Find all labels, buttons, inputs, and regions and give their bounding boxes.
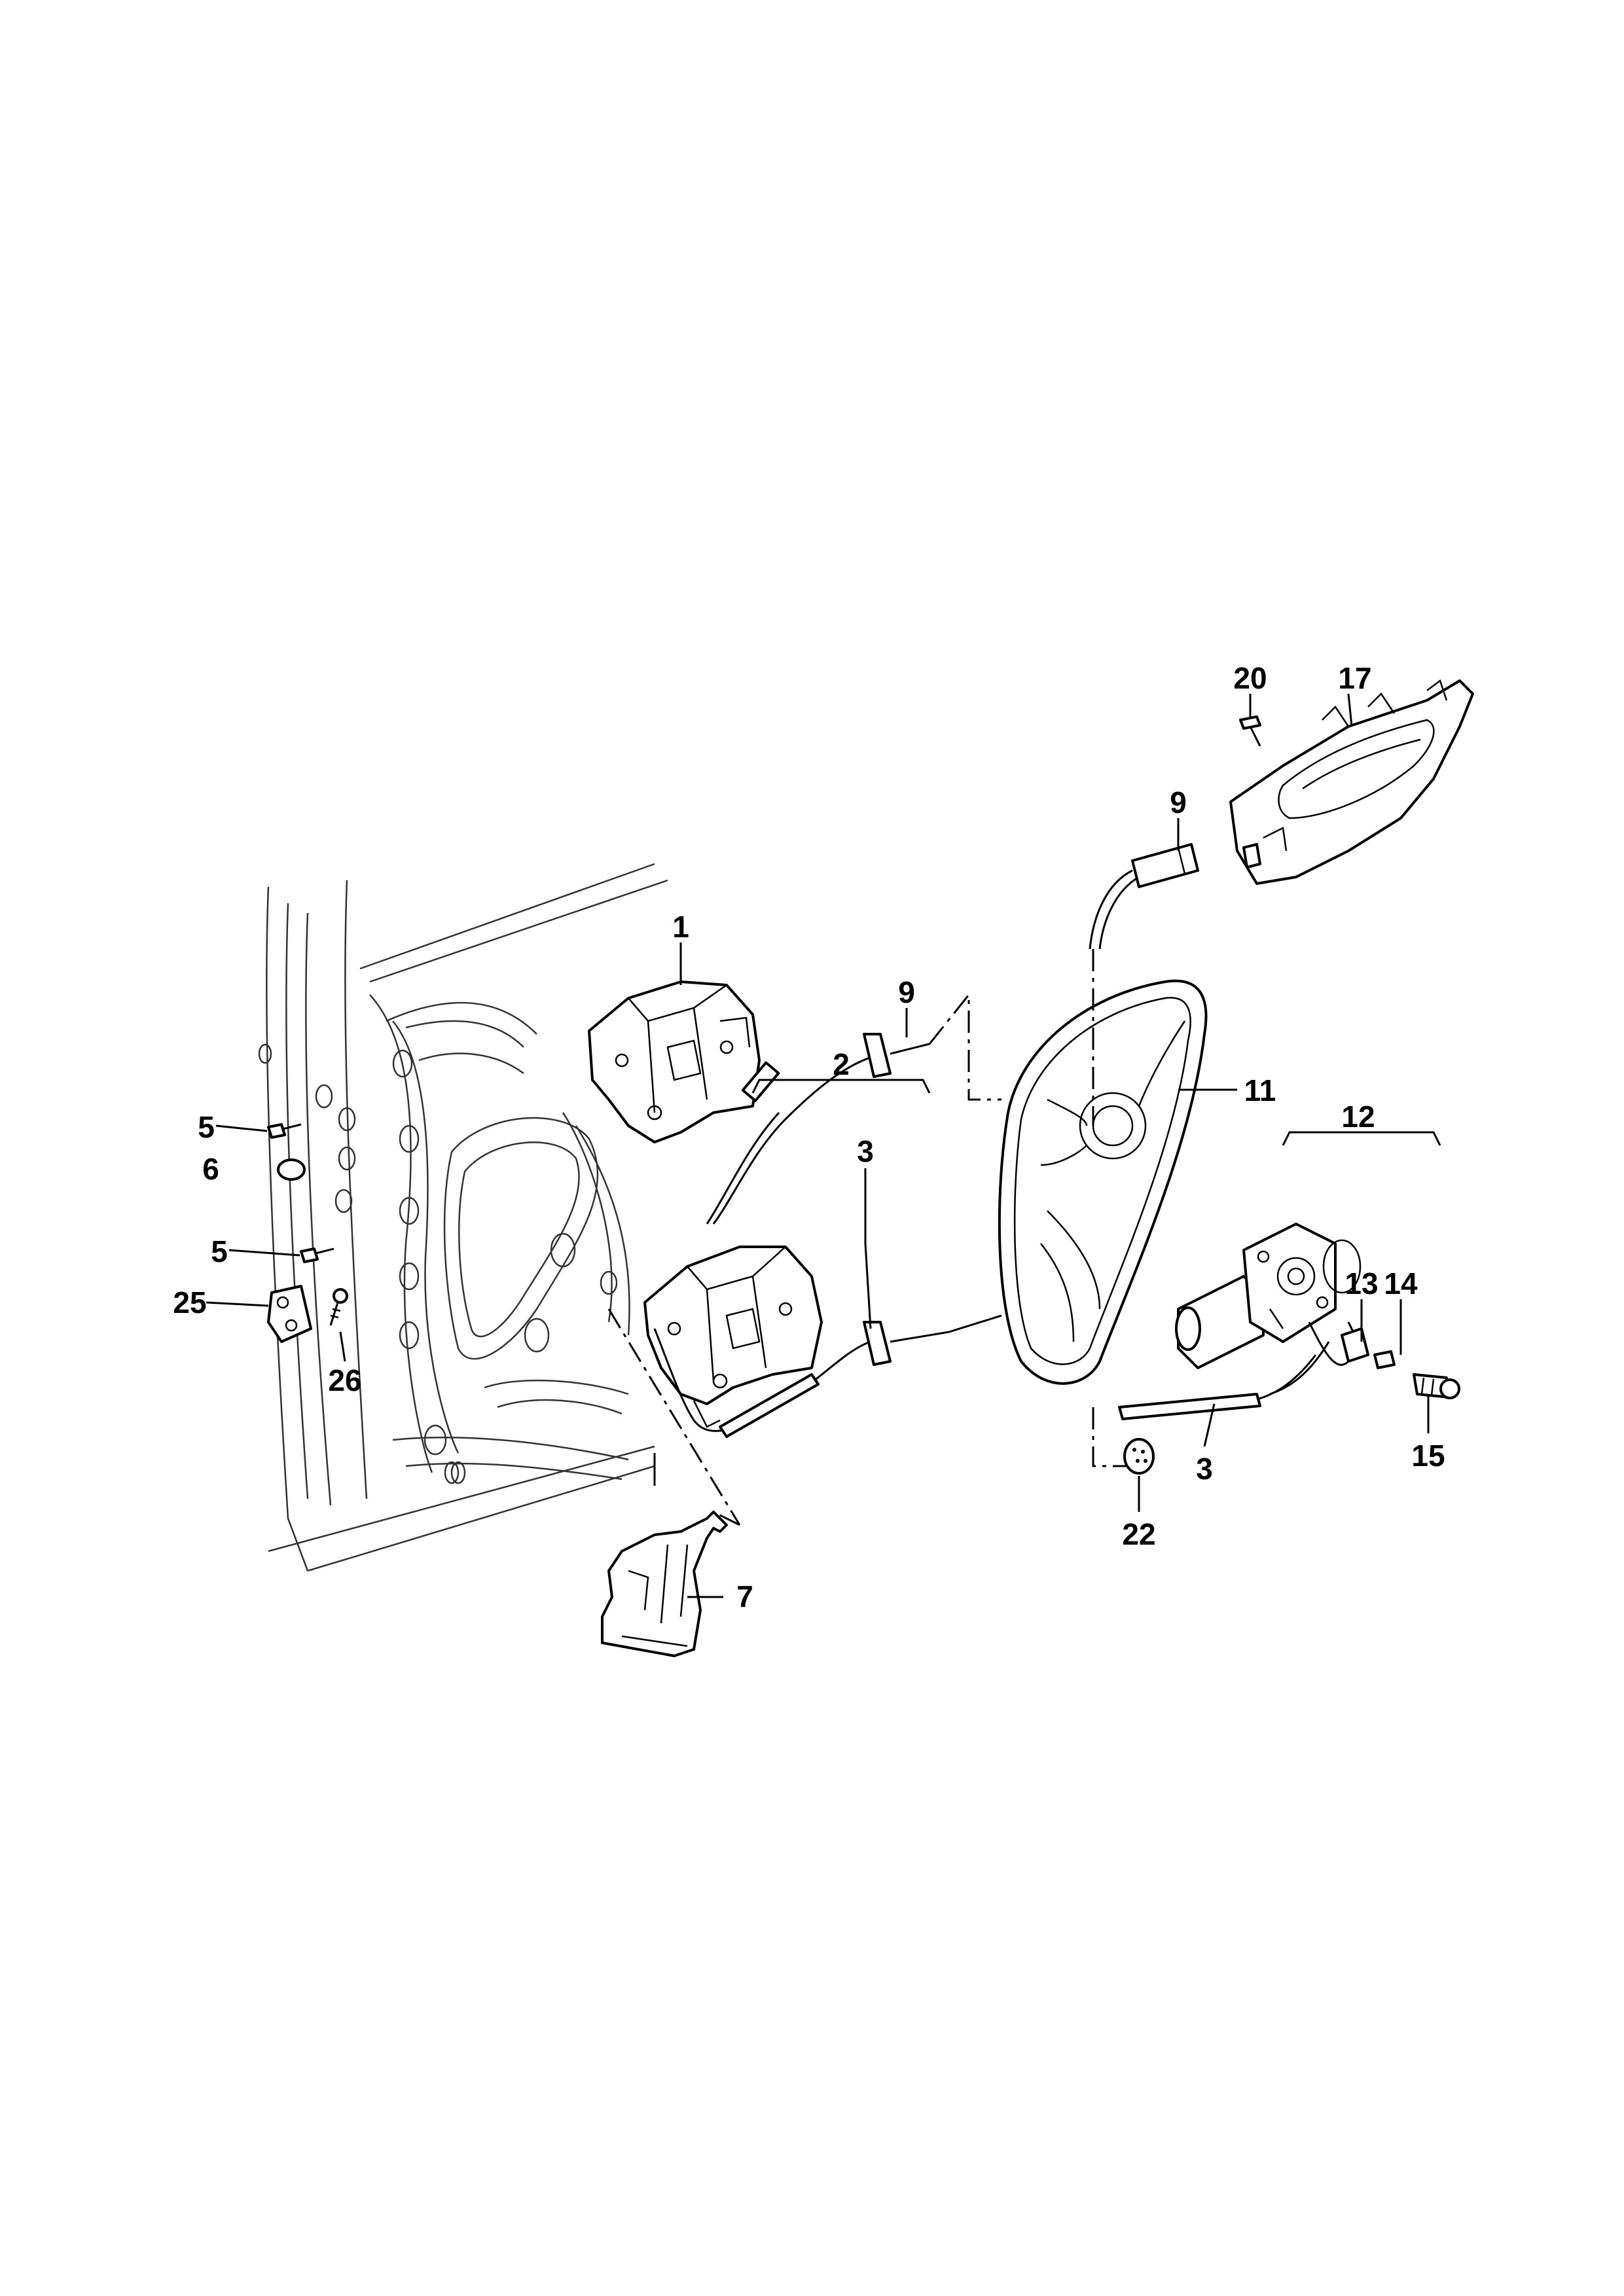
door-inner-panel <box>258 863 668 1572</box>
inner-door-handle <box>1229 679 1474 885</box>
callout-5-lower: 5 <box>211 1234 228 1268</box>
callout-labels: 1 2 3 3 5 5 6 7 9 9 11 12 13 14 15 17 20… <box>173 661 1445 1613</box>
striker-plate <box>267 1285 312 1343</box>
inner-handle-carrier <box>998 979 1208 1385</box>
callout-2: 2 <box>833 1047 850 1081</box>
callout-22: 22 <box>1122 1517 1155 1551</box>
callout-9-top: 9 <box>1170 785 1187 819</box>
handle-cable <box>1089 843 1199 1126</box>
handle-screw <box>1239 715 1261 747</box>
callout-25: 25 <box>173 1285 206 1319</box>
callout-5-upper: 5 <box>198 1110 215 1144</box>
striker-screw <box>329 1288 348 1326</box>
callout-15: 15 <box>1411 1439 1445 1473</box>
cover-disc <box>1123 1438 1155 1475</box>
callout-6: 6 <box>202 1152 219 1186</box>
screw-upper <box>267 1123 302 1139</box>
screw-lower <box>300 1247 334 1263</box>
door-lock-lower <box>643 1246 823 1428</box>
callout-26: 26 <box>328 1363 361 1397</box>
callout-17: 17 <box>1338 661 1371 695</box>
protective-cover <box>601 1511 728 1657</box>
bolt <box>1373 1350 1396 1369</box>
callout-14: 14 <box>1384 1266 1418 1300</box>
callout-11: 11 <box>1244 1073 1276 1107</box>
callout-3-left: 3 <box>857 1134 874 1168</box>
lock-cable-lower <box>653 1314 1002 1438</box>
callout-7: 7 <box>736 1579 753 1613</box>
door-lock-upper <box>588 980 761 1143</box>
callout-20: 20 <box>1233 661 1267 695</box>
callout-9-left: 9 <box>898 975 915 1009</box>
callout-1: 1 <box>672 910 689 944</box>
leader-lines <box>206 693 1441 1598</box>
callout-12: 12 <box>1341 1100 1375 1134</box>
grommet <box>1341 1327 1369 1363</box>
cable-sheath <box>1092 1354 1317 1467</box>
lock-cable-upper <box>706 992 1001 1225</box>
cap <box>277 1158 306 1181</box>
callout-13: 13 <box>1344 1266 1378 1300</box>
screw <box>1413 1373 1460 1399</box>
callout-3-right: 3 <box>1196 1452 1213 1486</box>
lock-motor <box>1175 1223 1337 1369</box>
